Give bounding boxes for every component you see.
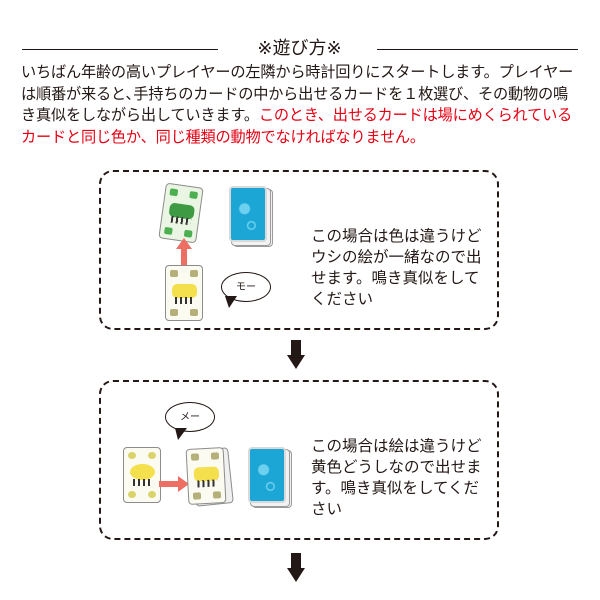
- section-header: ※遊び方※: [22, 38, 578, 60]
- field-card-yellow-cow-icon: [185, 447, 227, 505]
- speech-text: メー: [180, 412, 200, 423]
- example-caption: この場合は色は違うけどウシの絵が一緒なので出せます。鳴き真似をしてください: [311, 227, 482, 308]
- example-box-1: モー この場合は色は違うけどウシの絵が一緒なので出せます。鳴き真似をしてください: [99, 170, 499, 330]
- speech-bubble-tail: [225, 296, 237, 308]
- intro-paragraph: いちばん年齢の高いプレイヤーの左隣から時計回りにスタートします。プレイヤーは順番…: [21, 62, 581, 148]
- arrow-up-icon: [176, 238, 192, 249]
- speech-bubble-icon: メー: [165, 402, 215, 432]
- played-card-yellow-cow-icon: [165, 265, 203, 321]
- header-rule-right: [377, 49, 578, 50]
- intro-text: いちばん年齢の高いプレイヤーの左隣から時計回りにスタートします。プレイヤーは順番…: [21, 63, 574, 124]
- deck-icon: [229, 186, 273, 247]
- speech-text: モー: [236, 282, 256, 293]
- arrow-right-shaft: [159, 481, 179, 487]
- arrow-down-icon: [287, 553, 305, 583]
- arrow-down-icon: [287, 340, 305, 370]
- speech-bubble-tail: [175, 428, 187, 440]
- arrow-up-shaft: [181, 248, 187, 272]
- intro-rule-highlight: このとき、出せるカードは場にめくられているカードと同じ色か、同じ種類の動物でなけ…: [21, 106, 573, 146]
- example-caption: この場合は絵は違うけど黄色どうしなので出せます。鳴き真似をしてください: [311, 437, 482, 518]
- arrow-right-icon: [178, 476, 189, 492]
- field-card-green-cow-icon: [158, 182, 204, 244]
- deck-icon: [248, 447, 292, 508]
- played-card-yellow-sheep-icon: [123, 447, 161, 503]
- header-rule-left: [22, 49, 218, 50]
- example-box-2: メー この場合は絵は違うけど黄色どうしなので出せます。鳴き真似をしてください: [99, 380, 499, 540]
- section-title: ※遊び方※: [257, 38, 342, 59]
